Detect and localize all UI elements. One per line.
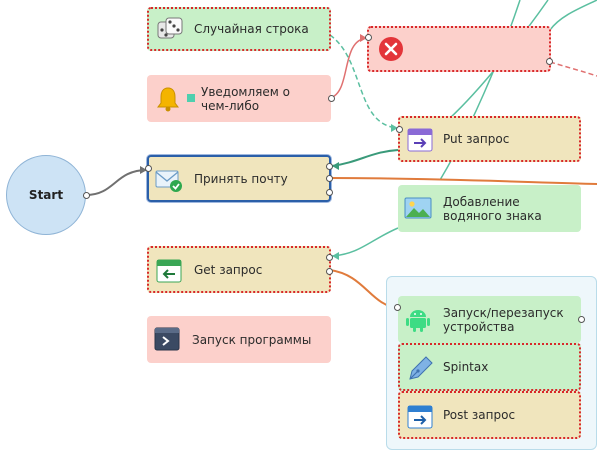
wire-put-to-receive-mail: [331, 149, 399, 167]
node-watermark-label: Добавление водяного знака: [443, 194, 542, 223]
node-get-request-output-port-a[interactable]: [326, 254, 333, 261]
node-receive-mail-output-port-a[interactable]: [326, 163, 333, 170]
node-put-request-label: Put запрос: [443, 132, 510, 146]
start-output-port[interactable]: [83, 192, 90, 199]
node-run-program[interactable]: Запуск программы: [147, 316, 331, 363]
dice-icon: [157, 17, 183, 39]
node-restart-device[interactable]: Запуск/перезапуск устройства: [394, 296, 585, 343]
node-get-request[interactable]: Get запрос: [147, 246, 333, 293]
node-restart-device-output-port[interactable]: [578, 316, 585, 323]
put-arrow-icon: [407, 128, 433, 152]
node-watermark[interactable]: Добавление водяного знака: [398, 185, 581, 232]
node-spintax-label: Spintax: [443, 360, 489, 374]
terminal-icon: [154, 327, 180, 351]
wire-start-to-receive-mail: [85, 169, 148, 196]
get-arrow-icon: [156, 259, 182, 283]
node-get-request-output-port-b[interactable]: [326, 268, 333, 275]
node-random-string-label: Случайная строка: [194, 22, 309, 36]
node-run-program-label: Запуск программы: [192, 332, 312, 347]
error-x-icon: [379, 37, 403, 61]
node-put-request-input-port[interactable]: [396, 126, 403, 133]
arrowhead-get: [332, 252, 339, 260]
node-put-request[interactable]: Put запрос: [396, 116, 581, 162]
node-notify[interactable]: Уведомляем о чем-либо: [147, 75, 335, 122]
landscape-image-icon: [404, 197, 432, 219]
node-get-request-label: Get запрос: [194, 262, 263, 277]
node-restart-device-label: Запуск/перезапуск устройства: [443, 305, 564, 334]
notify-color-marker: [187, 94, 195, 102]
bell-icon: [157, 87, 179, 112]
start-label: Start: [28, 188, 64, 202]
node-receive-mail-output-port-c[interactable]: [326, 189, 333, 196]
android-icon: [406, 310, 430, 332]
node-notify-label: Уведомляем о чем-либо: [201, 84, 290, 113]
node-receive-mail[interactable]: Принять почту: [145, 155, 333, 202]
node-receive-mail-output-port-b[interactable]: [326, 175, 333, 182]
node-spintax[interactable]: Spintax: [398, 343, 581, 391]
node-error-output-port[interactable]: [546, 58, 553, 65]
node-error[interactable]: [365, 26, 553, 72]
node-receive-mail-input-port[interactable]: [145, 165, 152, 172]
node-notify-output-port[interactable]: [328, 95, 335, 102]
arrowhead-receive-mail-right: [332, 162, 339, 170]
node-receive-mail-label: Принять почту: [194, 171, 288, 186]
wire-watermark-to-get: [331, 227, 399, 257]
node-post-request-label: Post запрос: [443, 408, 516, 422]
start-node[interactable]: Start: [6, 155, 90, 235]
wire-top-to-error: [549, 0, 597, 31]
mail-check-icon: [155, 170, 182, 192]
post-arrow-icon: [407, 405, 433, 429]
node-error-input-port[interactable]: [365, 34, 372, 41]
wire-error-failure-out: [549, 61, 597, 77]
pen-nib-icon: [409, 356, 433, 380]
node-random-string[interactable]: Случайная строка: [147, 7, 331, 51]
node-post-request[interactable]: Post запрос: [398, 391, 581, 439]
node-restart-device-input-port[interactable]: [394, 304, 401, 311]
wire-receive-mail-out: [329, 177, 597, 185]
wire-notify-to-error: [329, 37, 368, 99]
